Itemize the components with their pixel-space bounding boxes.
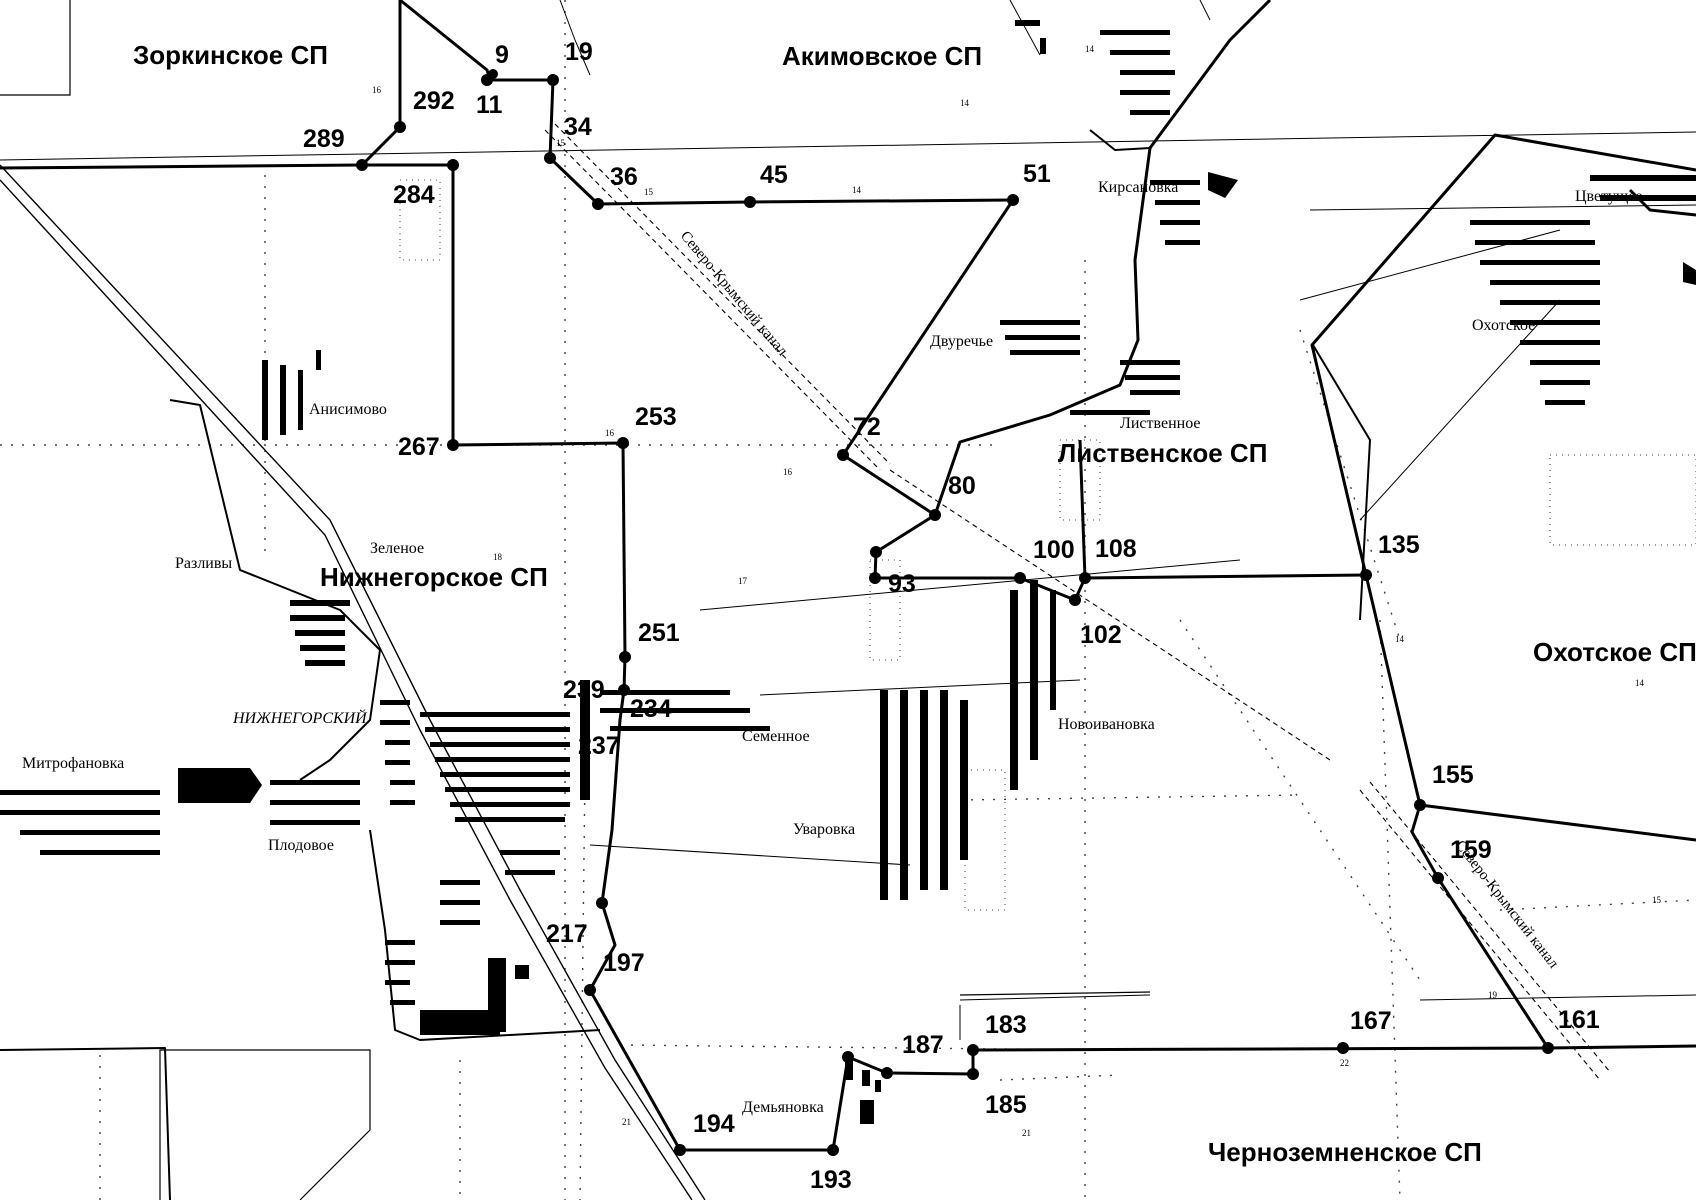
point-label-51: 51	[1023, 160, 1051, 188]
anisimovo-blocks	[262, 350, 321, 440]
settlement-label-dvurechye: Двуречье	[930, 333, 993, 350]
field-number: 14	[1085, 44, 1095, 54]
listvennoe-blocks	[1000, 20, 1238, 415]
okhotskoe-blocks	[1470, 175, 1696, 405]
point-label-237: 237	[578, 732, 620, 760]
point-label-167: 167	[1350, 1007, 1392, 1035]
field-number: 21	[622, 1117, 631, 1127]
field-number: 21	[1022, 1128, 1031, 1138]
point-label-100: 100	[1033, 536, 1075, 564]
point-label-289: 289	[303, 125, 345, 153]
field-numbers: 16 14 14 15 15 14 16 16 17 18 14 14 15 1…	[372, 44, 1662, 1138]
settlement-label-novoivanovka: Новоивановка	[1058, 716, 1155, 733]
point-label-11: 11	[476, 91, 503, 119]
point-label-292: 292	[413, 87, 455, 115]
point-label-183: 183	[985, 1011, 1027, 1039]
point-label-187: 187	[902, 1031, 944, 1059]
orchard-zones	[399, 179, 1696, 911]
field-number: 14	[1635, 678, 1645, 688]
field-number: 15	[644, 187, 654, 197]
uvarovka-blocks	[860, 580, 1056, 1124]
region-label-okhotskoe: Охотское СП	[1533, 637, 1696, 667]
settlement-label-nizhnegorsky: НИЖНЕГОРСКИЙ	[232, 708, 368, 727]
admin-outline	[0, 129, 1371, 1200]
point-label-234: 234	[630, 695, 672, 723]
field-number: 17	[738, 576, 748, 586]
mitrofanovka-blocks	[0, 768, 360, 855]
settlement-label-uvarovka: Уваровка	[793, 821, 855, 838]
region-label-zorkinskoe: Зоркинское СП	[133, 40, 328, 70]
field-number: 14	[852, 185, 862, 195]
settlement-blocks	[0, 20, 1696, 1124]
point-label-19: 19	[565, 38, 593, 66]
point-label-34: 34	[564, 113, 592, 141]
point-label-251: 251	[638, 619, 680, 647]
region-label-chernozemnenskoe: Черноземненское СП	[1208, 1137, 1482, 1167]
vertex-dots	[356, 69, 1554, 1156]
point-label-161: 161	[1558, 1006, 1600, 1034]
settlement-label-plodovoe: Плодовое	[268, 837, 334, 854]
settlement-label-razlivy: Разливы	[175, 555, 232, 572]
field-number: 16	[605, 428, 615, 438]
settlement-label-demyanovka: Демьяновка	[742, 1099, 824, 1116]
point-label-197: 197	[603, 949, 645, 977]
point-label-9: 9	[495, 41, 509, 69]
point-label-185: 185	[985, 1091, 1027, 1119]
point-label-102: 102	[1080, 621, 1122, 649]
settlement-label-okhotskoe: Охотское	[1472, 317, 1535, 334]
point-label-45: 45	[760, 161, 788, 189]
field-number: 15	[1652, 895, 1662, 905]
point-label-217: 217	[546, 920, 588, 948]
thin-road-lines	[0, 0, 1696, 1040]
settlement-label-semennoe: Семенное	[742, 728, 810, 745]
corner-frames	[0, 0, 1151, 1200]
field-number: 19	[1488, 990, 1498, 1000]
point-label-239: 239	[563, 676, 605, 704]
canal	[544, 123, 1611, 1081]
settlement-label-anisimovo: Анисимово	[309, 401, 387, 418]
region-label-nizhnegorskoe: Нижнегорское СП	[320, 562, 548, 592]
nizhnegorsky-blocks	[290, 600, 770, 1035]
field-number: 18	[493, 552, 503, 562]
settlement-label-kirsanovka: Кирсановка	[1098, 179, 1178, 196]
point-label-159: 159	[1450, 836, 1492, 864]
point-label-93: 93	[888, 570, 916, 598]
field-number: 16	[372, 85, 382, 95]
settlement-label-listvennoe: Лиственное	[1120, 415, 1201, 432]
region-label-akimovskoe: Акимовское СП	[782, 41, 982, 71]
field-number: 14	[1395, 634, 1405, 644]
field-number: 16	[783, 467, 793, 477]
region-labels: Зоркинское СП Акимовское СП Нижнегорское…	[133, 40, 1696, 1167]
point-label-135: 135	[1378, 531, 1420, 559]
point-label-267: 267	[398, 433, 440, 461]
field-number: 14	[960, 98, 970, 108]
settlement-label-tsvetushchee: Цветущее	[1575, 188, 1642, 205]
point-label-108: 108	[1095, 535, 1137, 563]
point-label-193: 193	[810, 1166, 852, 1194]
point-label-253: 253	[635, 403, 677, 431]
settlement-label-zelenoe: Зеленое	[370, 540, 424, 557]
point-labels: 9 11 19 34 36 45 51 72 80 93 100 102 108…	[303, 38, 1600, 1194]
field-number: 22	[1340, 1058, 1349, 1068]
demyanovka-blocks	[845, 1060, 881, 1092]
canal-label: Северо-Крымский канал	[677, 228, 791, 359]
region-label-listvenskoe: Лиственское СП	[1058, 438, 1267, 468]
field-number: 15	[556, 138, 566, 148]
settlement-labels: Анисимово Зеленое Разливы НИЖНЕГОРСКИЙ М…	[22, 179, 1642, 1116]
point-label-155: 155	[1432, 761, 1474, 789]
point-label-80: 80	[948, 472, 976, 500]
settlement-label-mitrofanovka: Митрофановка	[22, 755, 124, 772]
point-label-36: 36	[610, 163, 638, 191]
point-label-284: 284	[393, 181, 435, 209]
point-label-72: 72	[853, 413, 881, 441]
point-label-194: 194	[693, 1110, 735, 1138]
